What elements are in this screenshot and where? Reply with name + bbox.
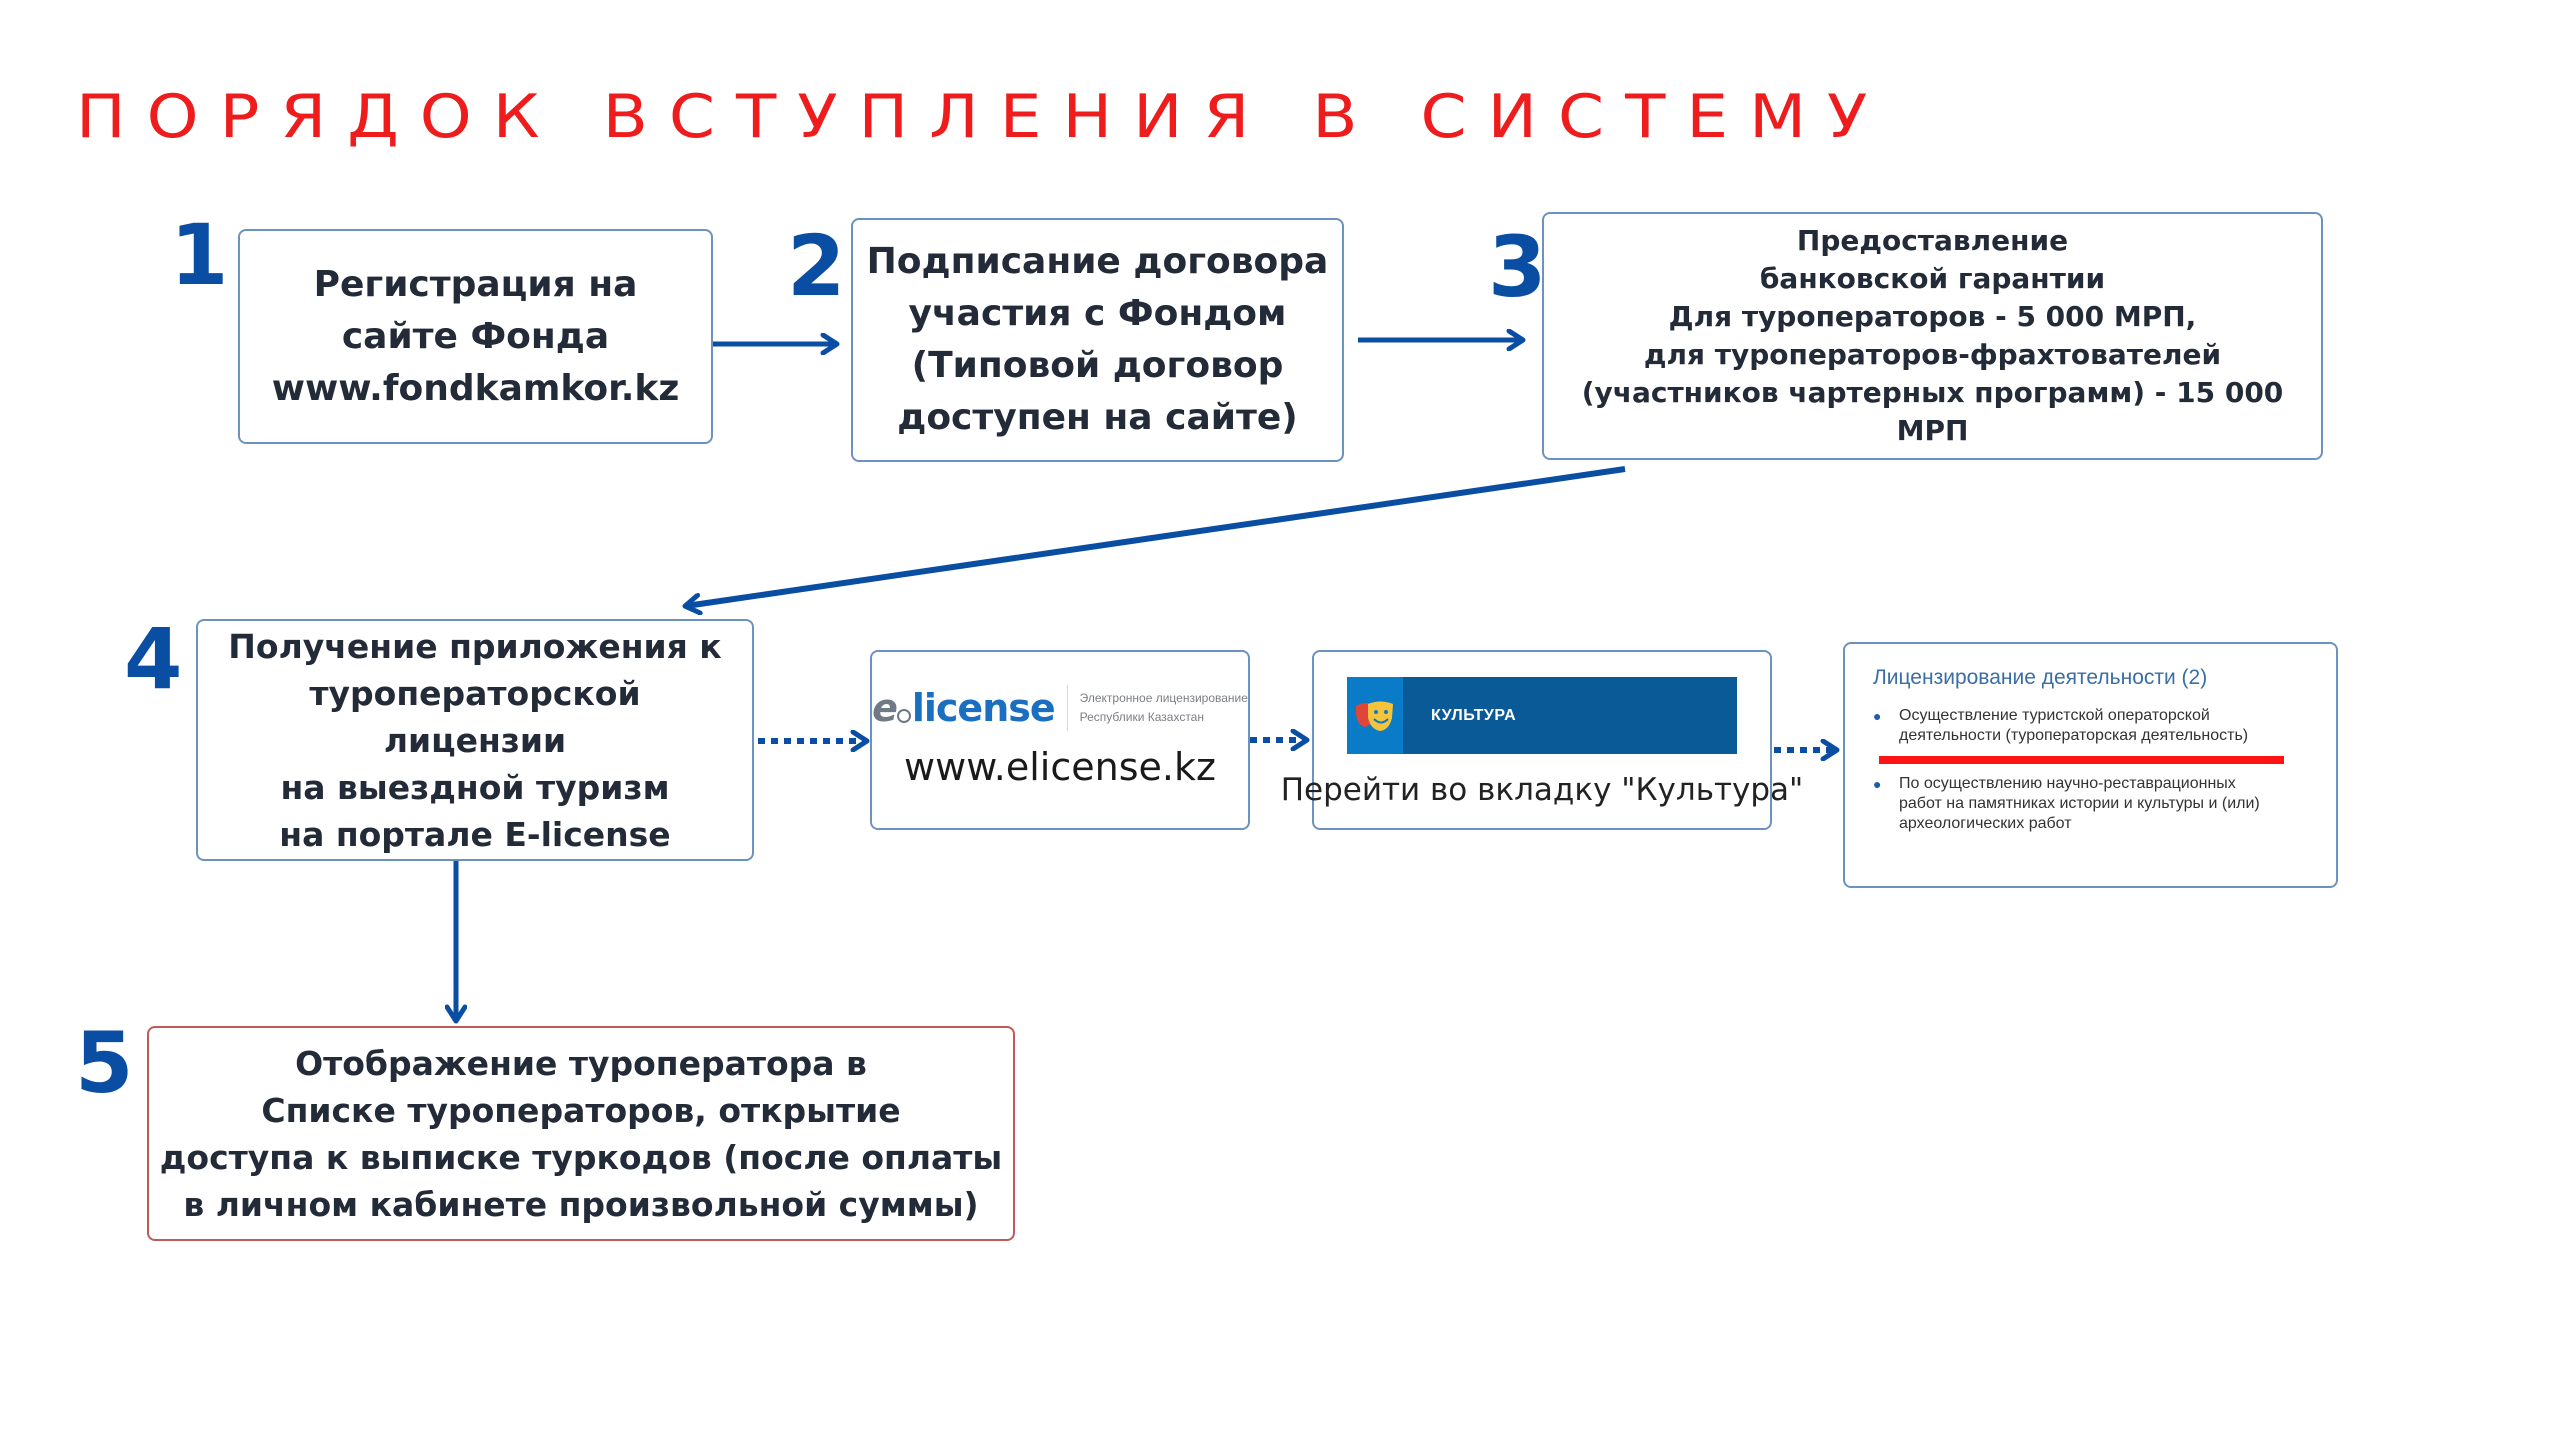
- step-box-4: Получение приложения к туроператорской л…: [196, 619, 754, 861]
- licensing-item-tour-operator[interactable]: ● Осуществление туристской операторской …: [1873, 706, 2248, 746]
- page-title: ПОРЯДОК ВСТУПЛЕНИЯ В СИСТЕМУ: [76, 82, 1889, 152]
- step-number-5: 5: [75, 1014, 134, 1112]
- step-text-3: Предоставление банковской гарантии Для т…: [1581, 224, 2284, 447]
- bullet-icon: ●: [1873, 776, 1882, 792]
- elicense-logo-word: license: [911, 686, 1056, 730]
- step-text-1: Регистрация на сайте Фонда www.fondkamko…: [271, 263, 680, 409]
- licensing-box: Лицензирование деятельности (2) ● Осущес…: [1843, 642, 2338, 888]
- elicense-logo-e: e: [872, 686, 898, 730]
- elicense-logo-mark: e license: [872, 686, 1056, 730]
- step-box-2: Подписание договора участия с Фондом (Ти…: [851, 218, 1344, 462]
- highlight-underline: [1879, 756, 2284, 764]
- licensing-item-text: Осуществление туристской операторской де…: [1899, 707, 2249, 744]
- licensing-item-text: По осуществлению научно-реставрационных …: [1899, 775, 2260, 832]
- step-text-5: Отображение туроператора в Списке туропе…: [159, 1043, 1003, 1224]
- step-number-3: 3: [1488, 218, 1547, 316]
- step-number-4: 4: [124, 610, 183, 708]
- elicense-subtitle-line-1: Электронное лицензирование: [1079, 691, 1248, 705]
- elicense-logo-divider: [1066, 685, 1068, 731]
- step-box-1: Регистрация на сайте Фонда www.fondkamko…: [238, 229, 713, 444]
- arrow-3-to-4: [686, 466, 1626, 606]
- elicense-url-link[interactable]: www.elicense.kz: [904, 745, 1216, 789]
- elicense-logo: e license Электронное лицензирование Респ…: [872, 685, 1248, 731]
- kultura-tab-label: КУЛЬТУРА: [1431, 706, 1517, 724]
- kultura-tab-banner[interactable]: КУЛЬТУРА: [1347, 677, 1737, 754]
- kultura-caption: Перейти во вкладку "Культура": [1280, 772, 1804, 808]
- step-number-2: 2: [787, 217, 846, 315]
- theater-masks-icon: [1347, 677, 1403, 754]
- elicense-subtitle-line-2: Республики Казахстан: [1079, 710, 1204, 724]
- licensing-heading[interactable]: Лицензирование деятельности (2): [1873, 666, 2208, 689]
- licensing-item-restoration[interactable]: ● По осуществлению научно-реставрационны…: [1873, 774, 2260, 834]
- step-box-3: Предоставление банковской гарантии Для т…: [1542, 212, 2323, 460]
- step-text-4: Получение приложения к туроператорской л…: [228, 626, 722, 854]
- elicense-logo-subtitle: Электронное лицензирование Республики Ка…: [1080, 689, 1248, 727]
- elicense-box[interactable]: e license Электронное лицензирование Респ…: [870, 650, 1250, 830]
- bullet-icon: ●: [1873, 708, 1882, 724]
- kultura-box[interactable]: КУЛЬТУРА Перейти во вкладку "Культура": [1281, 650, 1803, 830]
- step-text-2: Подписание договора участия с Фондом (Ти…: [866, 241, 1329, 438]
- step-box-5: Отображение туроператора в Списке туропе…: [147, 1026, 1015, 1241]
- step-number-1: 1: [170, 206, 229, 304]
- elicense-logo-dot-icon: [896, 709, 911, 723]
